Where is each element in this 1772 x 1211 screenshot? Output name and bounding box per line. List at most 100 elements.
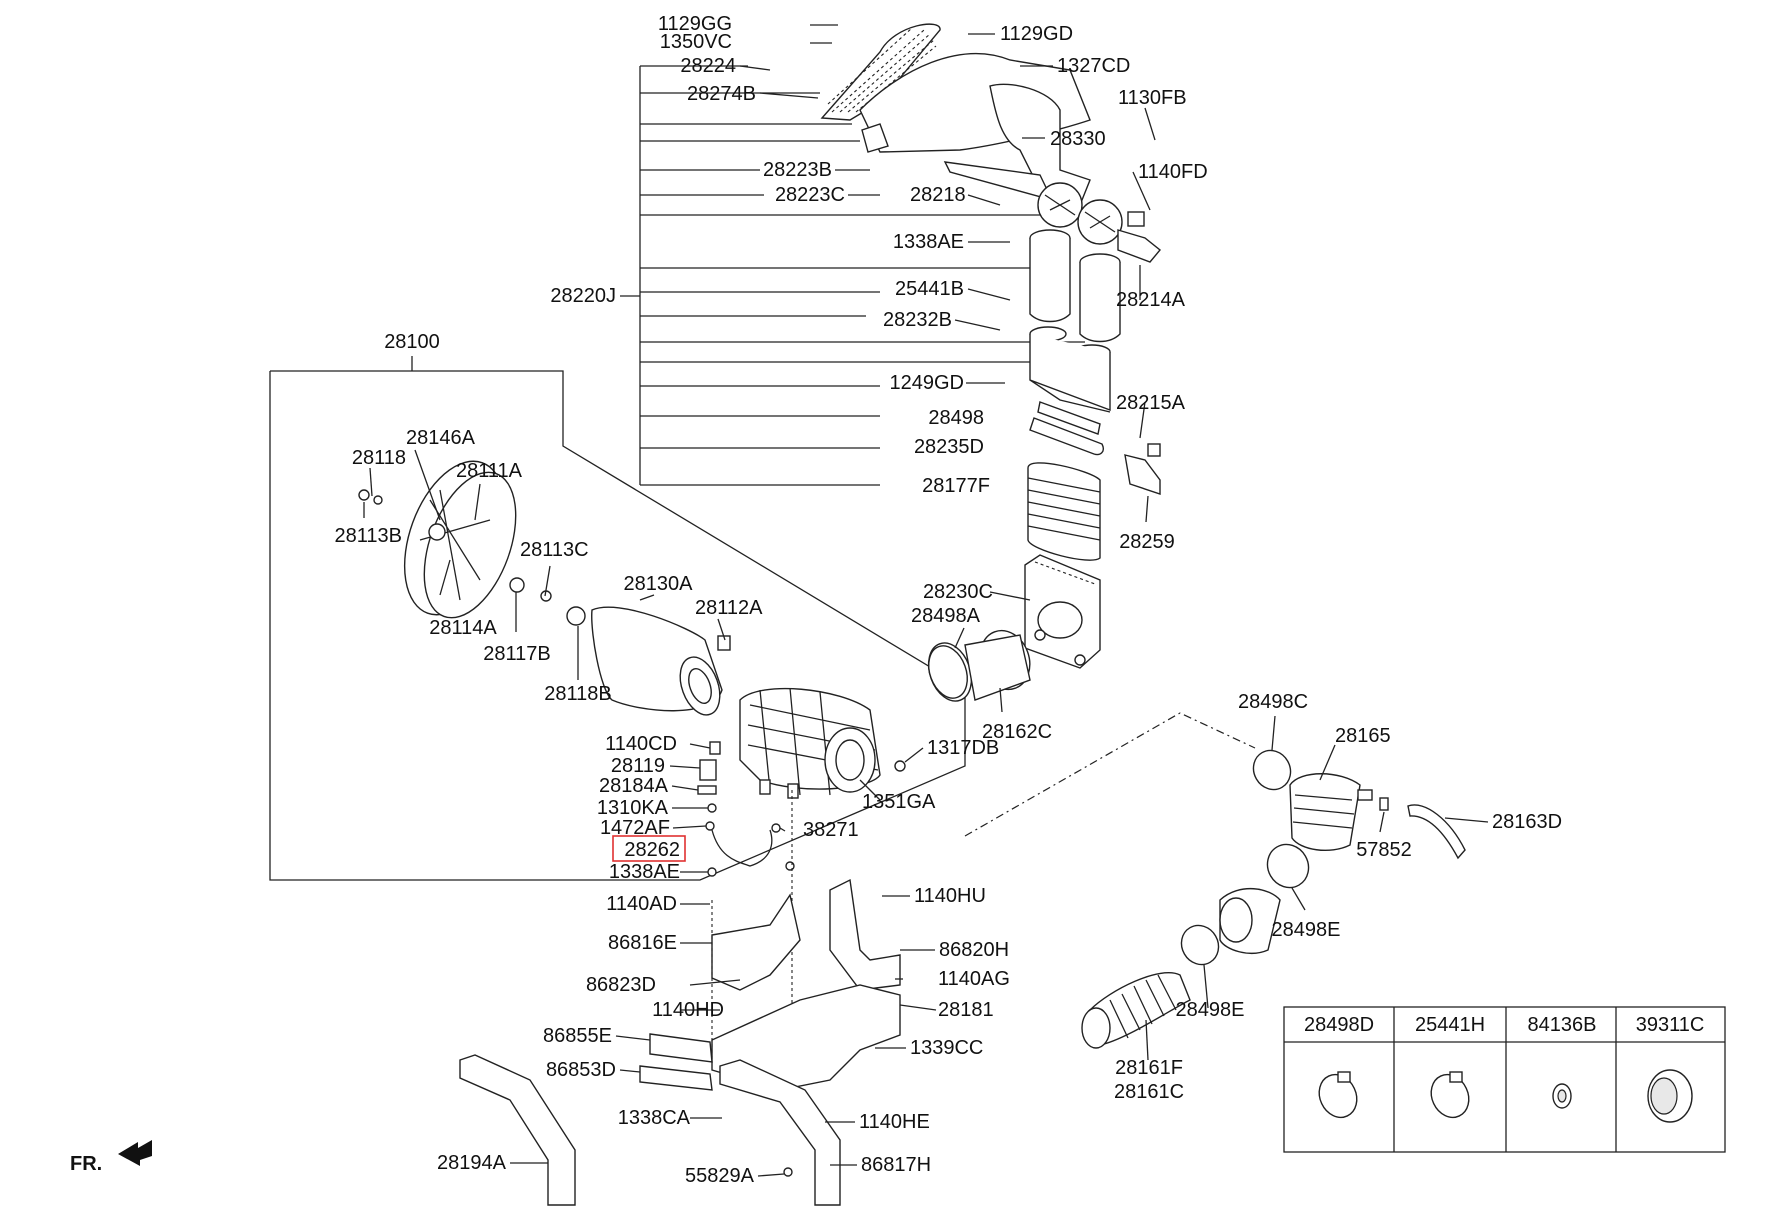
part-label-1140ag: 1140AG (938, 968, 1010, 990)
part-label-28230c: 28230C (923, 581, 993, 603)
legend-label-84136b: 84136B (1528, 1014, 1597, 1036)
part-bracket-28259 (1124, 443, 1161, 495)
part-label-28162c: 28162C (982, 721, 1052, 743)
group-bracket-28220J (620, 65, 1085, 486)
part-label-28119: 28119 (611, 755, 665, 777)
legend-label-25441h: 25441H (1415, 1014, 1485, 1036)
part-fan-28218 (1037, 182, 1145, 245)
legend-clamp-icon (1318, 1073, 1358, 1119)
part-label-28232b: 28232B (883, 309, 952, 331)
part-bellows-28177F (1027, 462, 1101, 561)
leader-lines (363, 24, 1489, 1177)
part-label-28130a: 28130A (624, 573, 694, 595)
hose-connection-line (964, 712, 1256, 837)
part-label-38271: 38271 (803, 819, 859, 841)
part-label-28218: 28218 (910, 184, 966, 206)
part-label-86817h: 86817H (861, 1154, 931, 1176)
part-label-86820h: 86820H (939, 939, 1009, 961)
part-label-1129gg: 1129GG (658, 13, 732, 35)
part-label-28100: 28100 (384, 331, 440, 353)
part-label-28117b: 28117B (483, 643, 550, 665)
part-label-28498a: 28498A (911, 605, 981, 627)
part-label-86823d: 86823D (586, 974, 656, 996)
part-label-28113b: 28113B (335, 525, 402, 547)
legend-label-39311c: 39311C (1636, 1014, 1705, 1036)
highlight-box-28262 (612, 835, 686, 862)
part-label-28113c: 28113C (520, 539, 589, 561)
part-label-28177f: 28177F (922, 475, 990, 497)
part-clamp-28498E (1180, 843, 1310, 966)
part-label-28118b: 28118B (544, 683, 611, 705)
part-label-28498e: 28498E (1176, 999, 1245, 1021)
part-filter-28130A (591, 606, 731, 716)
part-label-28114a: 28114A (429, 617, 497, 639)
part-hose-28165 (1289, 773, 1373, 851)
part-hose-28163D (1379, 797, 1466, 860)
legend-label-28498d: 28498D (1304, 1014, 1374, 1036)
part-label-28214a: 28214A (1116, 289, 1186, 311)
part-label-1140hd: 1140HD (652, 999, 724, 1021)
part-label-1339cc: 1339CC (910, 1037, 983, 1059)
part-label-28118: 28118 (352, 447, 406, 469)
group-box-28100 (269, 356, 966, 881)
part-label-28112a: 28112A (695, 597, 763, 619)
part-label-28181: 28181 (938, 999, 994, 1021)
part-label-28262: 28262 (624, 839, 680, 861)
part-label-1140hu: 1140HU (914, 885, 986, 907)
part-label-57852: 57852 (1356, 839, 1412, 861)
legend-clamp2-tab-icon (1449, 1071, 1463, 1083)
part-label-1249gd: 1249GD (890, 372, 965, 394)
part-label-86855e: 86855E (543, 1025, 612, 1047)
legend-table (1283, 1006, 1726, 1153)
part-label-1472af: 1472AF (600, 817, 670, 839)
part-label-1317db: 1317DB (927, 737, 999, 759)
part-bracket-86816E (711, 878, 901, 991)
part-label-86853d: 86853D (546, 1059, 616, 1081)
part-label-1338ca: 1338CA (618, 1107, 691, 1129)
part-frame-28194A (459, 1054, 576, 1206)
part-cover-28111A (403, 460, 517, 619)
part-label-fr: FR. (70, 1153, 102, 1175)
part-label-1140cd: 1140CD (605, 733, 677, 755)
part-clamp-28498C (1252, 749, 1292, 791)
part-label-28163d: 28163D (1492, 811, 1562, 833)
part-intake-tubes (1029, 229, 1121, 456)
part-label-28184a: 28184A (599, 775, 669, 797)
part-label-28146a: 28146A (406, 427, 476, 449)
part-label-1140he: 1140HE (859, 1111, 930, 1133)
legend-clamp2-icon (1430, 1073, 1470, 1119)
part-label-28274b: 28274B (687, 83, 756, 105)
part-frame-86817H (719, 1059, 841, 1206)
part-label-28194a: 28194A (437, 1152, 507, 1174)
part-hose-39311 (1219, 887, 1281, 954)
part-label-1338ae: 1338AE (609, 861, 680, 883)
part-small-fittings-28118 (358, 489, 586, 626)
part-label-28111a: 28111A (456, 460, 523, 482)
legend-clamp-tab-icon (1337, 1071, 1351, 1083)
part-label-1310ka: 1310KA (597, 797, 669, 819)
part-label-28330: 28330 (1050, 128, 1106, 150)
part-label-28498c: 28498C (1238, 691, 1308, 713)
part-label-28235d: 28235D (914, 436, 984, 458)
fr-arrow-icon (118, 1140, 152, 1166)
part-label-28165: 28165 (1335, 725, 1391, 747)
part-label-1140ad: 1140AD (606, 893, 677, 915)
part-grille-28274B (820, 23, 1091, 206)
part-bracket-86855E (639, 1033, 713, 1091)
part-label-1327cd: 1327CD (1057, 55, 1130, 77)
part-label-1350vc: 1350VC (660, 31, 732, 53)
legend-coupling-inner-icon (1650, 1077, 1678, 1115)
part-label-1140fd: 1140FD (1138, 161, 1208, 183)
legend-labels: 28498D 25441H 84136B 39311C (1304, 1014, 1704, 1036)
part-label-28161c: 28161C (1114, 1081, 1184, 1103)
part-label-28224: 28224 (680, 55, 736, 77)
part-housing-28100 (739, 687, 881, 799)
part-label-28259: 28259 (1119, 531, 1175, 553)
part-label-1351ga: 1351GA (862, 791, 936, 813)
part-ring-28498A (928, 645, 968, 699)
part-label-25441b: 25441B (895, 278, 964, 300)
part-label-28220j: 28220J (550, 285, 616, 307)
part-label-55829a: 55829A (685, 1165, 755, 1187)
